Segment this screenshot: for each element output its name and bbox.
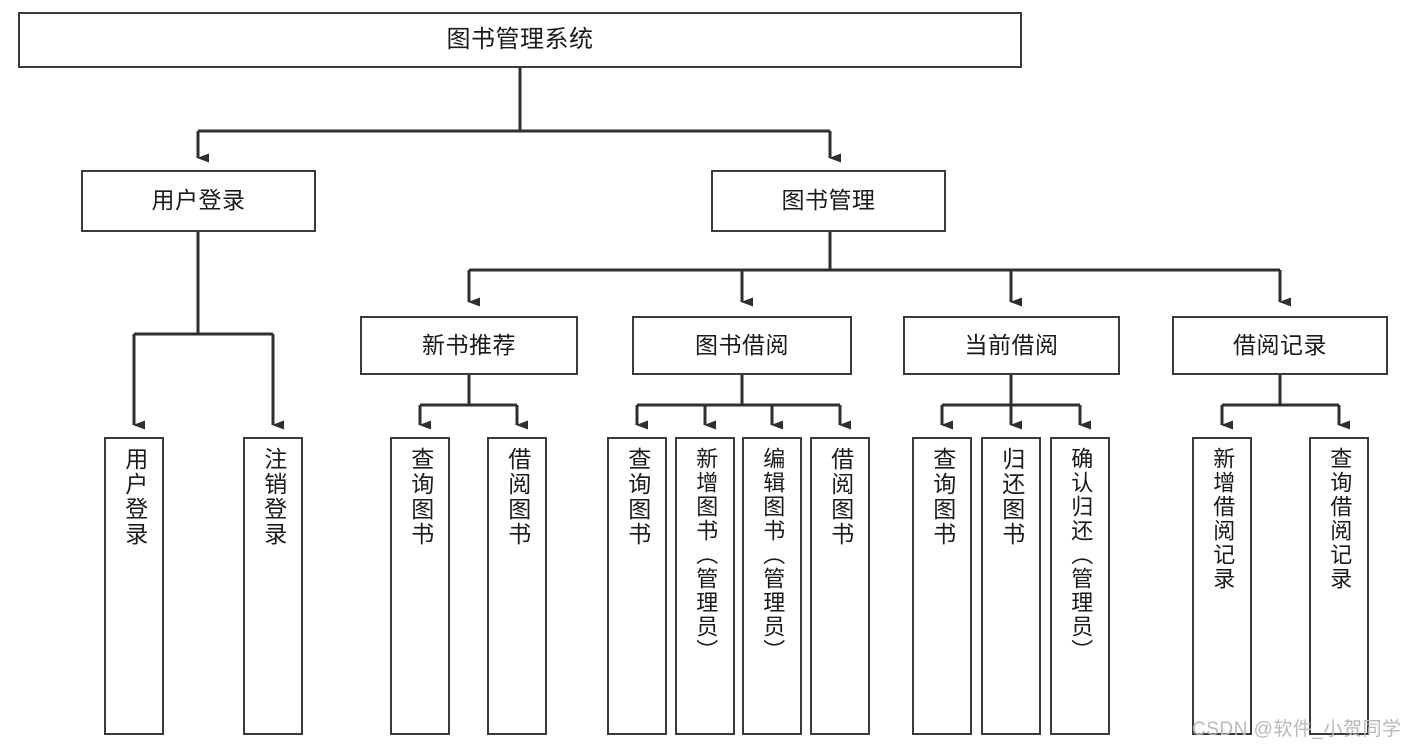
leaf-book-borrow-0[interactable]: 查询图书 [607, 437, 667, 735]
leaf-user-login-1[interactable]: 注销登录 [243, 437, 303, 735]
leaf-new-book-0[interactable]: 查询图书 [390, 437, 450, 735]
leaf-book-borrow-2-label: 编辑图书（管理员） [760, 447, 786, 663]
node-borrow-records[interactable]: 借阅记录 [1172, 316, 1388, 375]
leaf-book-borrow-3[interactable]: 借阅图书 [810, 437, 870, 735]
node-book-management[interactable]: 图书管理 [711, 170, 946, 232]
leaf-new-book-0-label: 查询图书 [407, 447, 434, 547]
node-current-borrow-label: 当前借阅 [964, 331, 1059, 358]
node-new-book-recommend[interactable]: 新书推荐 [360, 316, 578, 375]
node-borrow-records-label: 借阅记录 [1233, 331, 1327, 358]
leaf-current-borrow-1-label: 归还图书 [998, 447, 1025, 547]
leaf-new-book-1-label: 借阅图书 [504, 447, 531, 547]
node-book-borrow-label: 图书借阅 [695, 331, 789, 358]
node-book-borrow[interactable]: 图书借阅 [632, 316, 852, 375]
node-current-borrow[interactable]: 当前借阅 [903, 316, 1120, 375]
leaf-borrow-records-0[interactable]: 新增借阅记录 [1192, 437, 1252, 735]
leaf-borrow-records-1-label: 查询借阅记录 [1327, 447, 1353, 591]
node-book-management-label: 图书管理 [781, 187, 876, 214]
node-user-login[interactable]: 用户登录 [81, 170, 316, 232]
node-user-login-label: 用户登录 [151, 187, 246, 214]
leaf-user-login-0-label: 用户登录 [121, 447, 148, 547]
node-root-label: 图书管理系统 [446, 25, 594, 53]
leaf-book-borrow-1-label: 新增图书（管理员） [693, 447, 719, 663]
leaf-borrow-records-1[interactable]: 查询借阅记录 [1309, 437, 1369, 735]
leaf-new-book-1[interactable]: 借阅图书 [487, 437, 547, 735]
leaf-book-borrow-3-label: 借阅图书 [827, 447, 854, 547]
leaf-book-borrow-0-label: 查询图书 [624, 447, 651, 547]
leaf-user-login-0[interactable]: 用户登录 [104, 437, 164, 735]
leaf-book-borrow-2[interactable]: 编辑图书（管理员） [742, 437, 802, 735]
leaf-current-borrow-2[interactable]: 确认归还（管理员） [1050, 437, 1110, 735]
leaf-book-borrow-1[interactable]: 新增图书（管理员） [675, 437, 735, 735]
leaf-user-login-1-label: 注销登录 [260, 447, 287, 547]
node-new-book-recommend-label: 新书推荐 [422, 331, 516, 358]
leaf-current-borrow-2-label: 确认归还（管理员） [1068, 447, 1094, 663]
leaf-current-borrow-0[interactable]: 查询图书 [912, 437, 972, 735]
leaf-current-borrow-1[interactable]: 归还图书 [981, 437, 1041, 735]
node-root[interactable]: 图书管理系统 [18, 12, 1022, 68]
leaf-current-borrow-0-label: 查询图书 [929, 447, 956, 547]
leaf-borrow-records-0-label: 新增借阅记录 [1210, 447, 1236, 591]
watermark: CSDN @软件_小贺同学 [1192, 719, 1402, 740]
